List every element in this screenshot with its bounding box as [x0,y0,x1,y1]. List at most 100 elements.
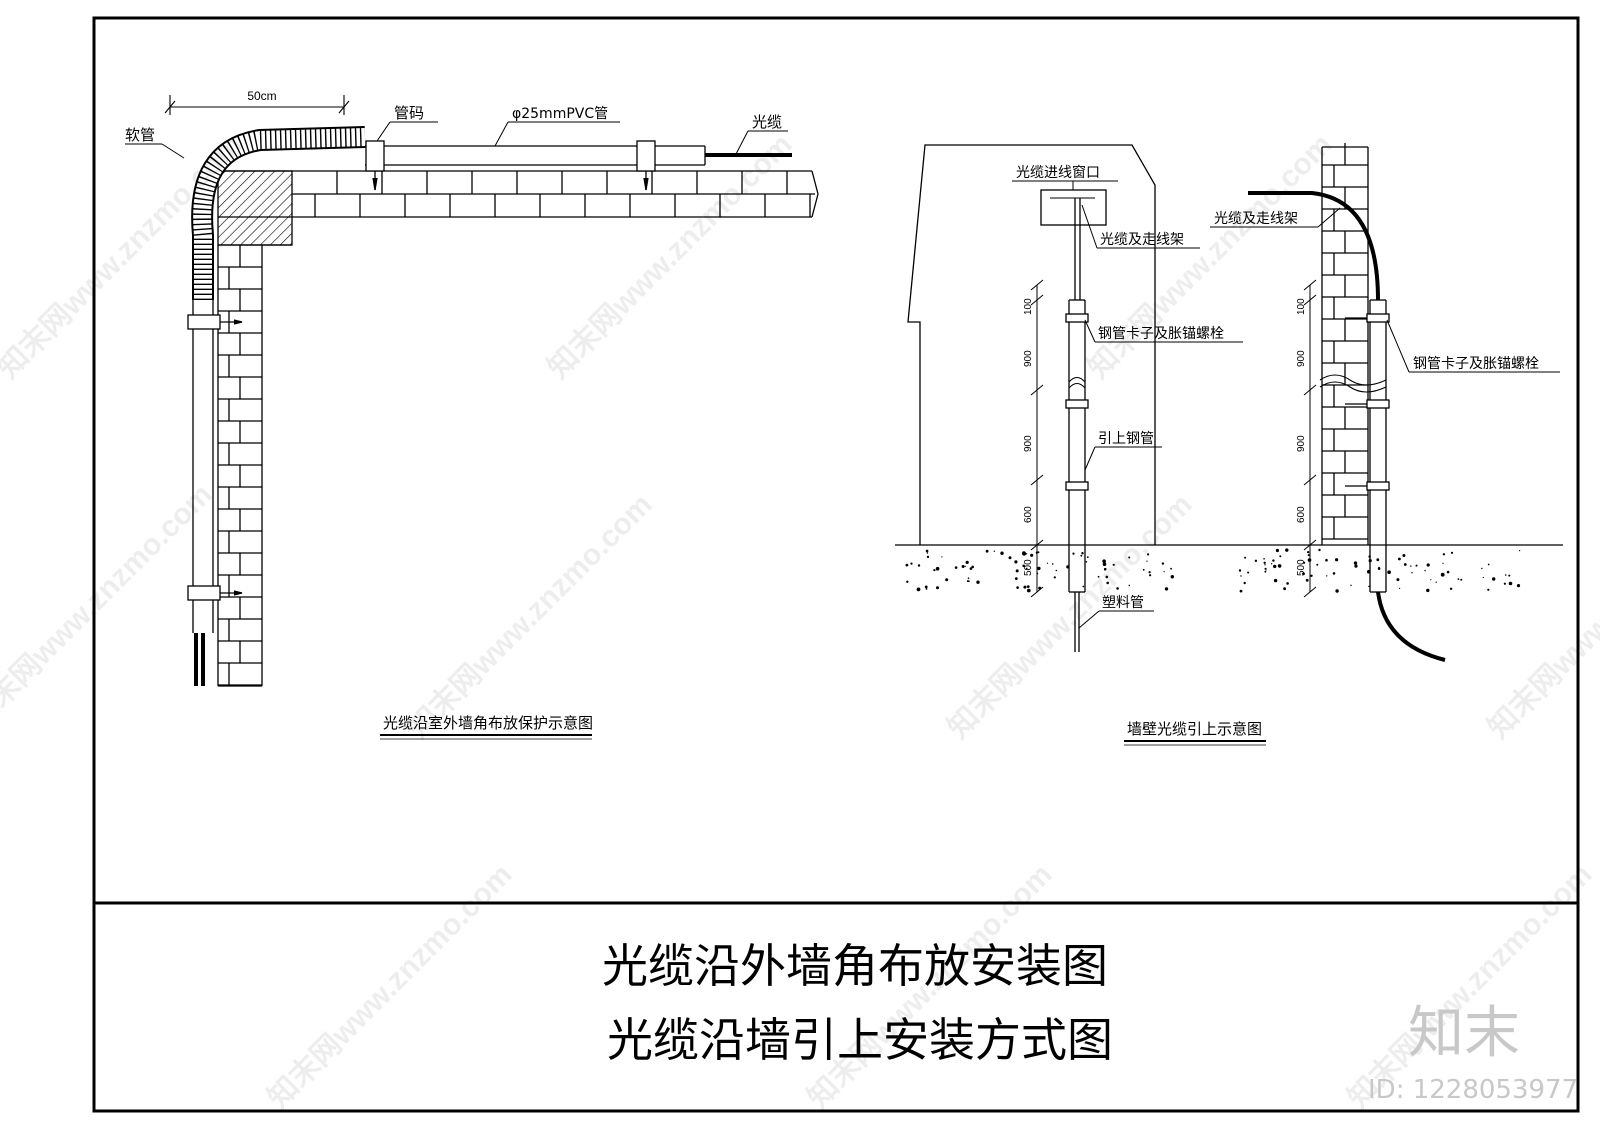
soil-speck [1305,578,1309,582]
soil-speck [1263,561,1266,564]
soil-speck [1508,574,1511,577]
soil-speck [954,566,958,569]
buried-cable-right [1376,591,1446,662]
soil-speck [971,565,974,569]
dimension-tick [1303,384,1317,396]
soil-speck [1273,564,1277,569]
soil-speck [1080,554,1083,557]
soil-speck [961,565,965,568]
drawing-frame [92,16,1580,1113]
dimension-tick [1030,539,1044,551]
building-outline [907,144,1156,545]
soil-speck [1106,581,1109,585]
soil-speck [985,549,989,553]
soil-speck [1148,571,1151,574]
label-steel-pipe: 引上钢管 [1098,431,1154,447]
soil-speck [1442,553,1446,556]
soil-speck [1399,587,1401,590]
steel-pipe-left [1068,299,1086,593]
soil-texture [905,548,1521,593]
soil-speck [1457,578,1460,580]
soil-speck [945,578,949,582]
watermark-text: 知末网www.znzmo.com [1082,128,1339,385]
soil-speck [906,580,909,583]
dim-500-left: 500 [1023,559,1034,576]
soil-speck [1247,571,1250,574]
soil-speck [1426,588,1430,593]
dim-900-left-a: 900 [1023,350,1034,367]
cable-entry-window [1040,189,1107,226]
left-diagram-caption: 光缆沿室外墙角布放保护示意图 [383,714,593,732]
soil-speck [1046,562,1049,564]
dim-100-right: 100 [1296,298,1307,315]
soil-speck [1240,575,1242,577]
soil-speck [1310,574,1313,577]
soil-speck [1481,567,1483,570]
dim-900-right-a: 900 [1296,350,1307,367]
watermark-brand: 知末 [1408,1001,1520,1066]
soil-speck [1516,584,1521,588]
soil-speck [1285,548,1289,552]
soil-speck [1286,582,1289,585]
soil-speck [1508,581,1513,586]
soil-speck [1014,560,1018,564]
soil-speck [1025,567,1028,570]
watermark-text: 知末网www.znzmo.com [1482,488,1600,745]
soil-speck [1446,570,1450,574]
cable-vertical [194,633,205,686]
soil-speck [965,560,969,565]
watermark-text: 知末网www.znzmo.com [402,488,659,745]
soil-speck [1273,578,1278,583]
soil-speck [1163,571,1165,573]
soil-speck [1016,586,1019,589]
soil-speck [1263,558,1265,560]
soil-speck [1426,563,1430,567]
soil-speck [910,562,913,565]
soil-speck [1442,562,1444,565]
soil-speck [1354,564,1358,568]
soil-speck [1051,563,1054,565]
soil-speck [1128,556,1131,559]
soil-speck [1265,570,1267,572]
soil-speck [1376,558,1380,562]
soil-speck [1015,569,1019,573]
dimension-chain-left [1030,279,1044,598]
title-line-1: 光缆沿外墙角布放安装图 [602,939,1108,993]
soil-speck [1037,566,1041,571]
soil-speck [1332,572,1336,575]
soil-speck [1398,557,1401,561]
soil-speck [1277,564,1282,568]
soil-speck [1410,565,1412,567]
soil-speck [1239,589,1243,593]
soil-speck [966,580,969,583]
watermark-text: 知末网www.znzmo.com [262,858,519,1115]
soil-speck [1396,578,1400,582]
soil-speck [1272,559,1275,562]
soil-speck [1112,563,1115,566]
right-brick-wall [1321,143,1369,545]
pipe-clamp-vertical [187,314,243,601]
label-tray-left: 光缆及走线架 [1100,232,1184,248]
soil-speck [1053,576,1056,579]
soil-speck [1030,553,1034,557]
soil-speck [1403,563,1407,566]
dimension-tick [1303,279,1317,291]
soil-speck [1023,585,1027,589]
soil-speck [933,569,936,572]
soil-speck [1487,588,1490,591]
steel-pipe-clamps-left [1065,313,1089,491]
soil-speck [1335,589,1339,593]
watermark-text: 知末网www.znzmo.com [0,478,219,735]
pvc-pipe-vertical [192,300,214,633]
soil-speck [1435,581,1437,583]
label-ruanguan: 软管 [125,126,155,144]
soil-speck [969,567,973,570]
dimension-50cm [164,95,350,115]
soil-speck [1492,577,1496,581]
soil-speck [1128,584,1131,587]
soil-speck [1326,575,1328,577]
label-pvc: φ25mmPVC管 [512,106,608,122]
soil-speck [1055,569,1058,572]
soil-speck [1415,564,1418,567]
corner-column [217,170,293,246]
